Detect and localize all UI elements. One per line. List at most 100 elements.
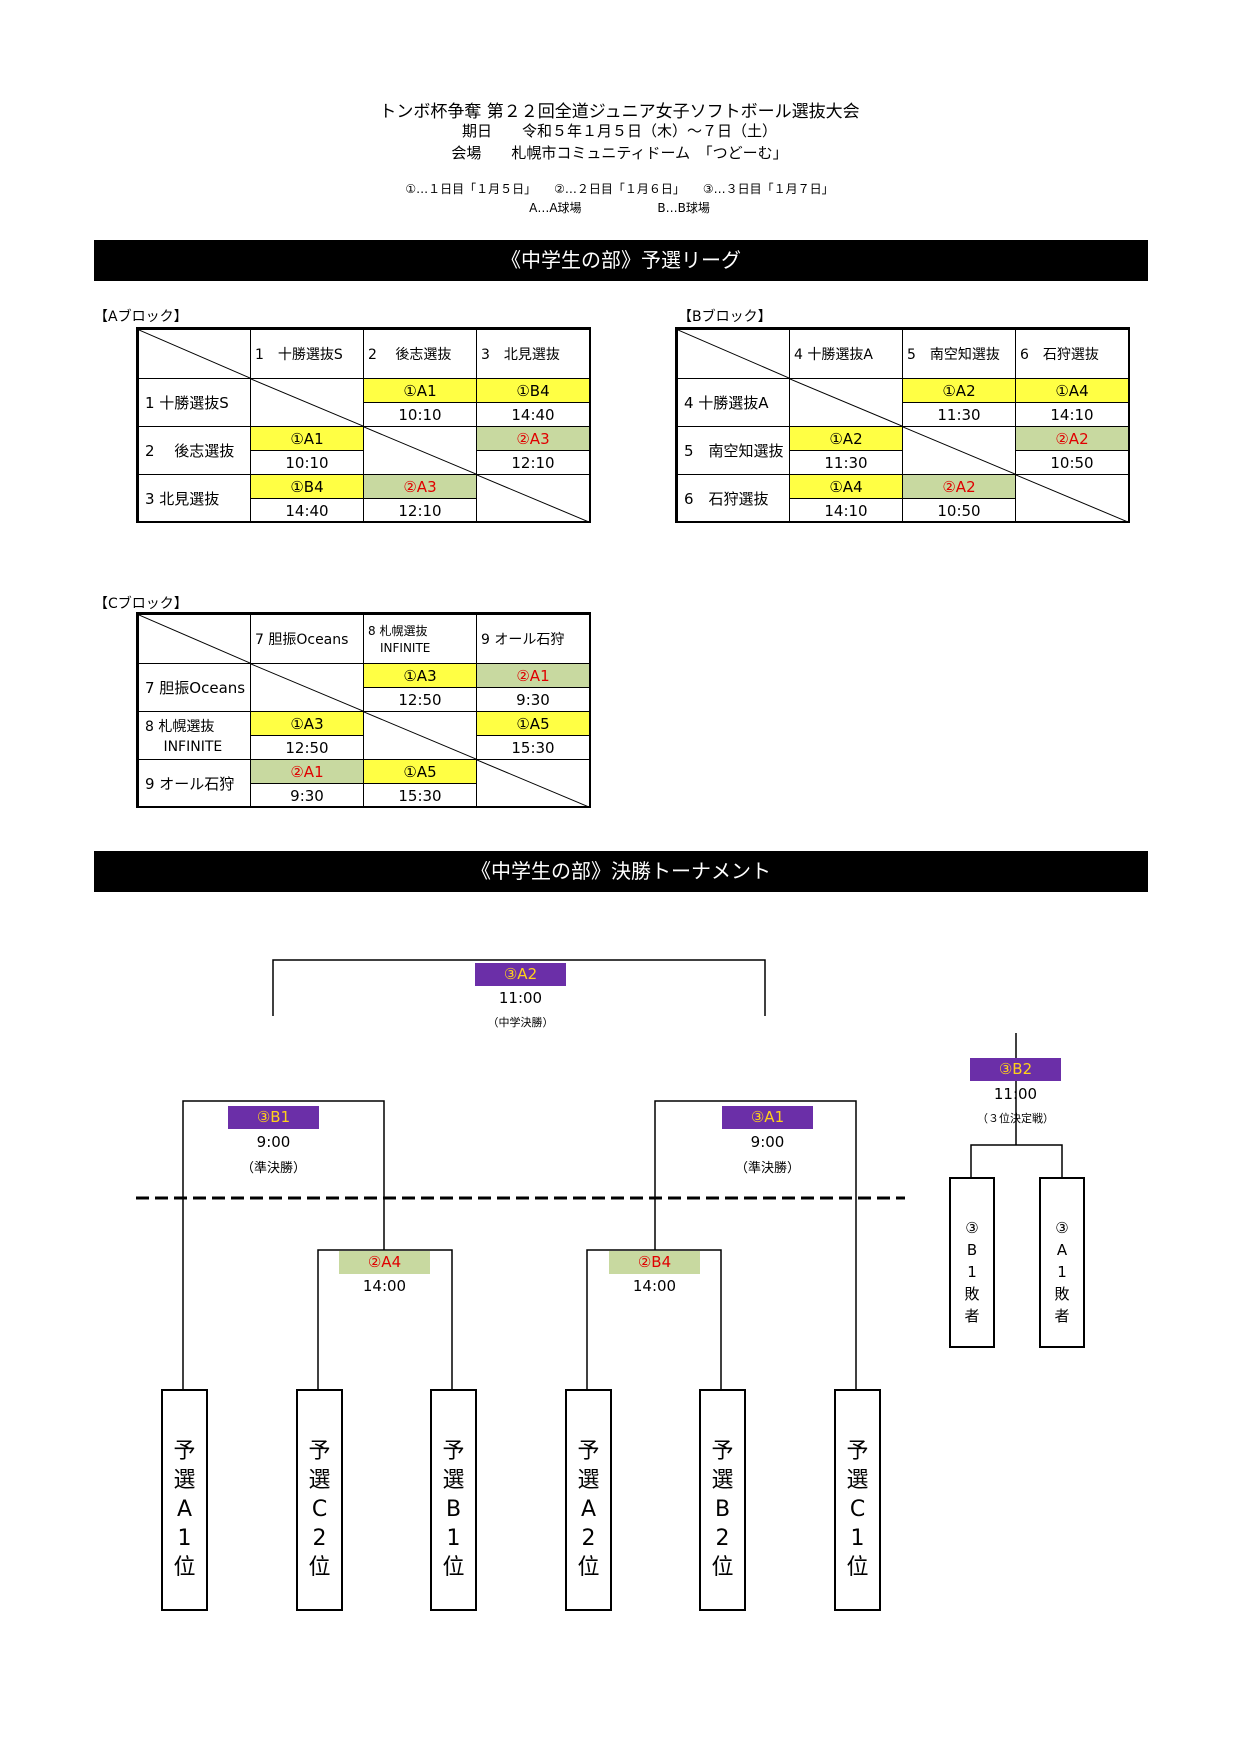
block-a-label: 【Aブロック】 xyxy=(94,309,188,325)
row-header: 2 後志選抜 xyxy=(138,426,251,475)
match-code: ①B4 xyxy=(476,378,590,403)
entrant-c2: 予 選 C 2 位 xyxy=(308,1439,331,1580)
match-code: ①A2 xyxy=(902,378,1016,403)
match-time: 11:30 xyxy=(789,450,903,475)
match-time: 11:30 xyxy=(902,402,1016,427)
qf-right-time: 14:00 xyxy=(632,1277,677,1295)
event-dates: 期日 令和５年１月５日（木）～７日（土） xyxy=(461,122,777,140)
match-time: 10:10 xyxy=(250,450,364,475)
entrant-a1: 予 選 A 1 位 xyxy=(173,1439,196,1580)
column-header: 9 オール石狩 xyxy=(476,614,590,664)
self-match-cell xyxy=(789,378,903,427)
row-header: 7 胆振Oceans xyxy=(138,663,251,712)
match-code: ①A2 xyxy=(789,426,903,451)
match-code: ①A1 xyxy=(363,378,477,403)
block-b-label: 【Bブロック】 xyxy=(678,309,772,325)
match-code: ①A5 xyxy=(476,711,590,736)
row-header: 9 オール石狩 xyxy=(138,759,251,808)
third-place-time: 11:00 xyxy=(993,1085,1038,1103)
third-entrant-a1-loser: ③ A 1 敗 者 xyxy=(1054,1219,1070,1325)
third-entrant-b1-loser: ③ B 1 敗 者 xyxy=(964,1219,980,1325)
column-header: 1 十勝選抜S xyxy=(250,329,364,379)
qf-left-time: 14:00 xyxy=(362,1277,407,1295)
match-time: 15:30 xyxy=(363,783,477,808)
self-match-cell xyxy=(363,426,477,475)
block-c-label: 【Cブロック】 xyxy=(94,596,188,612)
self-match-cell xyxy=(1015,474,1129,523)
semi-left-note: （準決勝） xyxy=(240,1161,306,1176)
self-match-cell xyxy=(250,663,364,712)
entrant-box: 予 選 B 2 位 xyxy=(699,1389,746,1611)
self-match-cell xyxy=(363,711,477,760)
row-header: 3 北見選抜 xyxy=(138,474,251,523)
corner-cell xyxy=(138,614,251,664)
corner-cell xyxy=(677,329,790,379)
match-time: 10:50 xyxy=(1015,450,1129,475)
field-legend: A…A球場 B…B球場 xyxy=(529,201,710,215)
self-match-cell xyxy=(476,759,590,808)
third-entrant-box: ③ A 1 敗 者 xyxy=(1039,1177,1085,1348)
match-code: ①A3 xyxy=(250,711,364,736)
final-match-note: （中学決勝） xyxy=(487,1016,554,1029)
match-time: 14:40 xyxy=(476,402,590,427)
qf-left-code: ②A4 xyxy=(339,1251,430,1274)
entrant-box: 予 選 A 1 位 xyxy=(161,1389,208,1611)
match-code: ①A4 xyxy=(1015,378,1129,403)
tournament-section-header: 《中学生の部》決勝トーナメント xyxy=(94,851,1148,892)
row-header: 1 十勝選抜S xyxy=(138,378,251,427)
match-code: ②A1 xyxy=(250,759,364,784)
page-title: トンボ杯争奪 第２２回全道ジュニア女子ソフトボール選抜大会 xyxy=(379,102,860,122)
match-code: ②A3 xyxy=(476,426,590,451)
match-code: ①A4 xyxy=(789,474,903,499)
match-time: 9:30 xyxy=(476,687,590,712)
match-time: 9:30 xyxy=(250,783,364,808)
match-time: 14:10 xyxy=(1015,402,1129,427)
match-code: ①B4 xyxy=(250,474,364,499)
match-time: 14:40 xyxy=(250,498,364,523)
self-match-cell xyxy=(250,378,364,427)
self-match-cell xyxy=(902,426,1016,475)
match-code: ②A3 xyxy=(363,474,477,499)
final-match-time: 11:00 xyxy=(498,989,543,1007)
match-time: 12:50 xyxy=(363,687,477,712)
third-place-code: ③B2 xyxy=(970,1058,1061,1081)
event-venue: 会場 札幌市コミュニティドーム 「つどーむ」 xyxy=(451,144,788,162)
day-legend: ①…１日目「１月５日」 ②…２日目「１月６日」 ③…３日目「１月７日」 xyxy=(405,182,834,196)
entrant-c1: 予 選 C 1 位 xyxy=(846,1439,869,1580)
column-header: 4 十勝選抜A xyxy=(789,329,903,379)
match-code: ①A5 xyxy=(363,759,477,784)
semi-left-code: ③B1 xyxy=(228,1106,319,1129)
semi-right-note: （準決勝） xyxy=(734,1161,800,1176)
column-header: 6 石狩選抜 xyxy=(1015,329,1129,379)
third-place-note: （３位決定戦） xyxy=(977,1112,1054,1125)
entrant-box: 予 選 C 1 位 xyxy=(834,1389,881,1611)
entrant-b1: 予 選 B 1 位 xyxy=(442,1439,465,1580)
match-time: 10:10 xyxy=(363,402,477,427)
match-time: 14:10 xyxy=(789,498,903,523)
row-header: 8 札幌選抜 INFINITE xyxy=(138,711,251,760)
league-section-header: 《中学生の部》予選リーグ xyxy=(94,240,1148,281)
semi-right-time: 9:00 xyxy=(750,1133,785,1151)
entrant-box: 予 選 B 1 位 xyxy=(430,1389,477,1611)
third-entrant-box: ③ B 1 敗 者 xyxy=(949,1177,995,1348)
self-match-cell xyxy=(476,474,590,523)
entrant-a2: 予 選 A 2 位 xyxy=(577,1439,600,1580)
entrant-box: 予 選 C 2 位 xyxy=(296,1389,343,1611)
match-time: 10:50 xyxy=(902,498,1016,523)
semi-right-code: ③A1 xyxy=(722,1106,813,1129)
match-code: ②A1 xyxy=(476,663,590,688)
row-header: 4 十勝選抜A xyxy=(677,378,790,427)
semi-left-time: 9:00 xyxy=(256,1133,291,1151)
row-header: 6 石狩選抜 xyxy=(677,474,790,523)
match-code: ②A2 xyxy=(902,474,1016,499)
column-header: 3 北見選抜 xyxy=(476,329,590,379)
column-header: 7 胆振Oceans xyxy=(250,614,364,664)
match-time: 12:50 xyxy=(250,735,364,760)
column-header: 5 南空知選抜 xyxy=(902,329,1016,379)
match-code: ①A3 xyxy=(363,663,477,688)
